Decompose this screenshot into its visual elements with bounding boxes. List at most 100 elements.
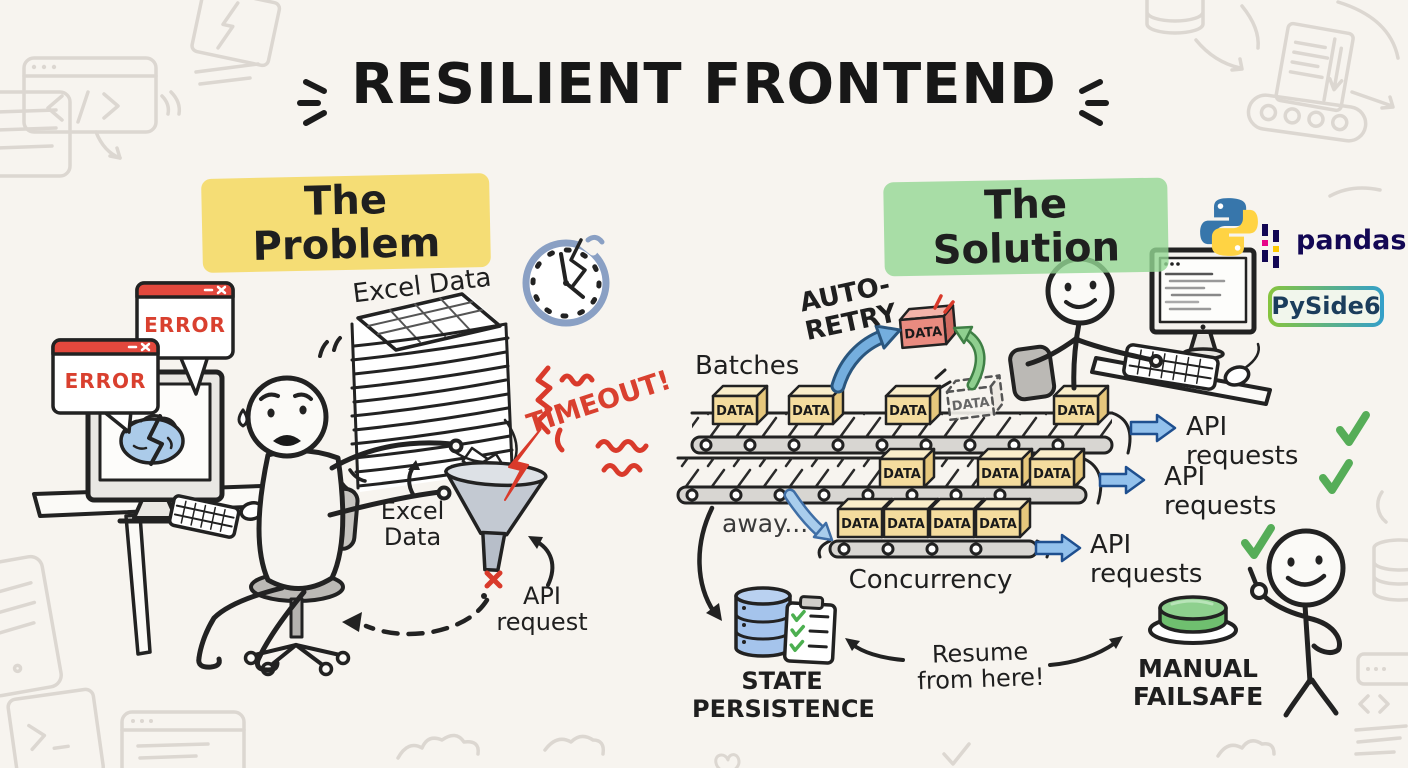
away-label: away... [722, 509, 809, 538]
data-box-label: DATA [981, 467, 1019, 482]
data-box-label: DATA [792, 404, 830, 419]
broken-clock-icon [522, 234, 610, 327]
data-box-label: DATA [883, 467, 921, 482]
error-popup-text: ERROR [144, 313, 226, 337]
batches-label: Batches [695, 351, 800, 381]
pyside6-badge-label: PySide6 [1271, 292, 1381, 320]
funnel-icon [444, 461, 548, 573]
doodle-scribble-cloud [396, 733, 480, 760]
title-decoration-left [297, 79, 327, 126]
pyside6-badge [1268, 286, 1384, 327]
doodle-torn-document-icon [190, 0, 282, 68]
happy-stick-figure [1247, 528, 1346, 718]
excel-data-label-arrow [407, 460, 420, 498]
doodle-server-right-icon [1354, 652, 1408, 756]
concurrency-label: Concurrency [848, 565, 1013, 595]
data-box-label: DATA [951, 395, 990, 414]
manual-failsafe-button-icon [1148, 595, 1238, 645]
api-request-label-arrow [528, 536, 555, 587]
api-request-label: API request [496, 582, 588, 637]
doodle-arrow [1350, 90, 1395, 110]
pandas-logo-label: pandas [1296, 225, 1407, 256]
broken-brain-icon [119, 414, 185, 466]
pandas-logo-icon [1262, 224, 1279, 268]
solution-scene: DATA DATA DATA DATA DATA DATA DATA DATA … [676, 198, 1384, 718]
error-popup-front [51, 338, 160, 434]
check-icon [1241, 524, 1275, 559]
keyboard [167, 494, 241, 539]
doodle-check [942, 742, 971, 766]
conveyor-belt-3 [817, 539, 1050, 559]
doodle-arrow [1194, 38, 1244, 72]
doodle-database-top-icon [1145, 0, 1205, 35]
retry-data-box: DATA [898, 304, 957, 350]
state-persistence-label: STATE PERSISTENCE [692, 667, 875, 723]
clipboard-icon [782, 595, 837, 665]
retry-up-arrow [830, 324, 902, 394]
data-box-label: DATA [933, 517, 971, 532]
close-icon [216, 285, 227, 295]
error-popup-back [135, 281, 235, 396]
stressed-stick-figure [196, 336, 464, 673]
bounce-marks [934, 368, 952, 390]
failed-request-dashed-arrow [342, 593, 490, 637]
python-logo-icon [1200, 198, 1258, 256]
excel-paper-stack [350, 292, 518, 492]
doodle-circle-arc [1376, 490, 1388, 524]
resume-right-arrow [1048, 636, 1123, 667]
problem-heading: The Problem [201, 172, 491, 274]
doodle-database-right-icon [1372, 538, 1408, 602]
api-arrow-1 [1129, 413, 1177, 443]
api-arrow-2 [1098, 465, 1146, 495]
sweat-drop-icon [237, 408, 249, 428]
api-arrow-3 [1034, 533, 1082, 563]
doodle-terminal-icon [6, 687, 105, 768]
stress-marks [318, 336, 342, 358]
doodle-curve [1336, 0, 1400, 60]
developer-keyboard [1122, 343, 1220, 391]
state-save-arrow [697, 505, 722, 621]
page-title: RESILIENT FRONTEND [351, 52, 1057, 117]
doodle-heart-icon [714, 753, 741, 768]
check-icon [1336, 411, 1370, 446]
doodle-tablet-left-icon [0, 554, 63, 698]
doodle-conveyor-icon [1246, 93, 1368, 143]
check-icon [1319, 459, 1353, 494]
data-box-label: DATA [889, 404, 927, 419]
doodle-lines [194, 62, 260, 86]
resume-left-arrow [845, 638, 905, 662]
data-box-label: DATA [1033, 467, 1071, 482]
retry-return-arrow [952, 325, 986, 391]
doodle-curve [1240, 4, 1260, 50]
data-box-label: DATA [1057, 404, 1095, 419]
manual-failsafe-label: MANUAL FAILSAFE [1132, 654, 1264, 711]
api-requests-row-label: API requests [1186, 412, 1299, 471]
doodle-server-left-icon [0, 90, 72, 178]
developer-mouse [1223, 342, 1260, 387]
doodle-arc [1328, 186, 1382, 198]
doodle-scribble-cloud [543, 734, 606, 756]
code-lines [1164, 272, 1226, 311]
problem-scene [32, 234, 649, 677]
database-icon [734, 586, 792, 658]
title-decoration-right [1079, 79, 1109, 126]
doodle-scribble-cloud [1216, 739, 1276, 758]
data-box-label: DATA [841, 517, 879, 532]
checklist-rows [789, 609, 830, 652]
funnel-source-label: Excel Data [380, 497, 445, 552]
api-requests-row-label: API requests [1164, 462, 1277, 521]
timeout-squiggles [535, 365, 649, 477]
developer-monitor [1149, 247, 1257, 361]
data-box-label: DATA [887, 517, 925, 532]
api-requests-row-label: API requests [1090, 530, 1203, 589]
data-box-label: DATA [716, 404, 754, 419]
doodle-browser-bottom-icon [120, 710, 246, 768]
timeout-lightning-icon [504, 429, 541, 501]
data-box-label: DATA [979, 517, 1017, 532]
close-icon [140, 342, 151, 352]
error-popup-text: ERROR [64, 369, 147, 393]
retry-emphasis-marks [933, 294, 955, 314]
